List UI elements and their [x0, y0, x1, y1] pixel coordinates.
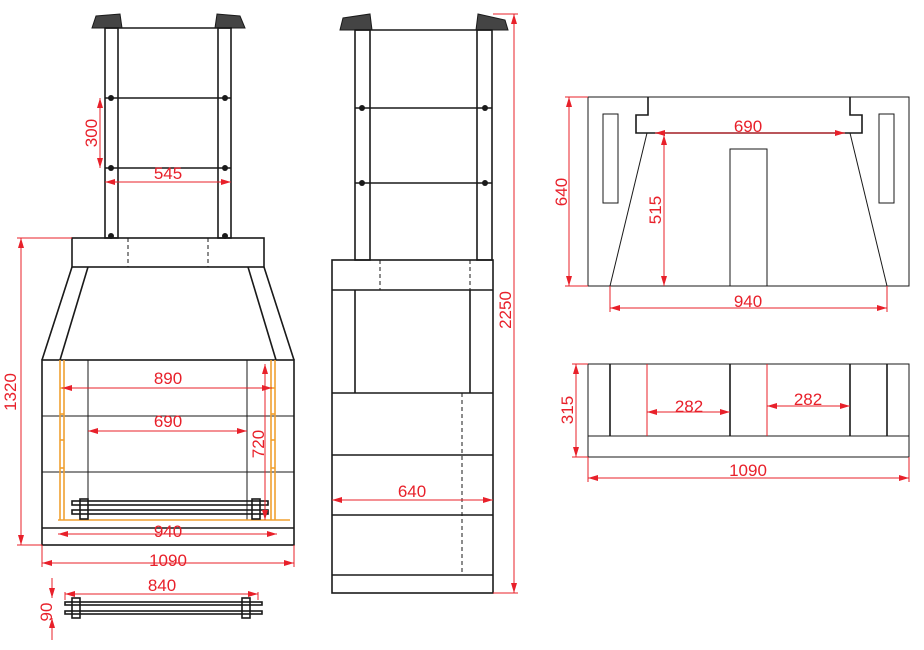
dim-opening-depth: 515: [646, 196, 665, 224]
base-view: 282 282 315 1090: [558, 363, 910, 482]
dim-back-width: 940: [734, 292, 762, 311]
dim-base-height: 315: [558, 396, 577, 424]
side-body: [331, 259, 494, 594]
front-view: 300 545 890 690 720 940 1090 1320: [1, 13, 295, 570]
dim-side-height: 2250: [496, 291, 515, 329]
dim-total-width: 1090: [149, 551, 187, 570]
grill-detail: 840 90: [37, 576, 263, 640]
dim-opening-width: 690: [734, 117, 762, 136]
dim-gap-right: 282: [794, 390, 822, 409]
dim-grill-height: 90: [37, 603, 56, 622]
side-view: 640 2250: [331, 13, 518, 594]
dim-total-height: 1320: [1, 373, 20, 411]
dim-top-depth: 640: [552, 178, 571, 206]
dim-firebox-height: 720: [249, 430, 268, 458]
chimney-cap-right: [475, 13, 509, 31]
chimney-cap-left: [339, 13, 373, 31]
chimney-front: [91, 13, 246, 239]
dim-shelf-width: 545: [154, 164, 182, 183]
chimney-cap-left: [91, 13, 123, 29]
mantle-block: [71, 237, 265, 268]
top-view: 690 515 640 940: [552, 96, 910, 312]
dim-grill-width: 940: [154, 522, 182, 541]
dim-side-depth: 640: [398, 482, 426, 501]
chimney-post-right: [217, 27, 232, 239]
dim-grill-length: 840: [148, 576, 176, 595]
dim-base-width: 1090: [729, 461, 767, 480]
dim-firebox-inner: 690: [154, 412, 182, 431]
chimney-cap-right: [214, 13, 246, 29]
chimney-post-left: [104, 27, 119, 239]
hood: [41, 266, 295, 361]
dim-gap-left: 282: [675, 397, 703, 416]
dim-shelf-spacing: 300: [82, 119, 101, 147]
grill: [71, 498, 269, 520]
dim-firebox-outer: 890: [154, 369, 182, 388]
